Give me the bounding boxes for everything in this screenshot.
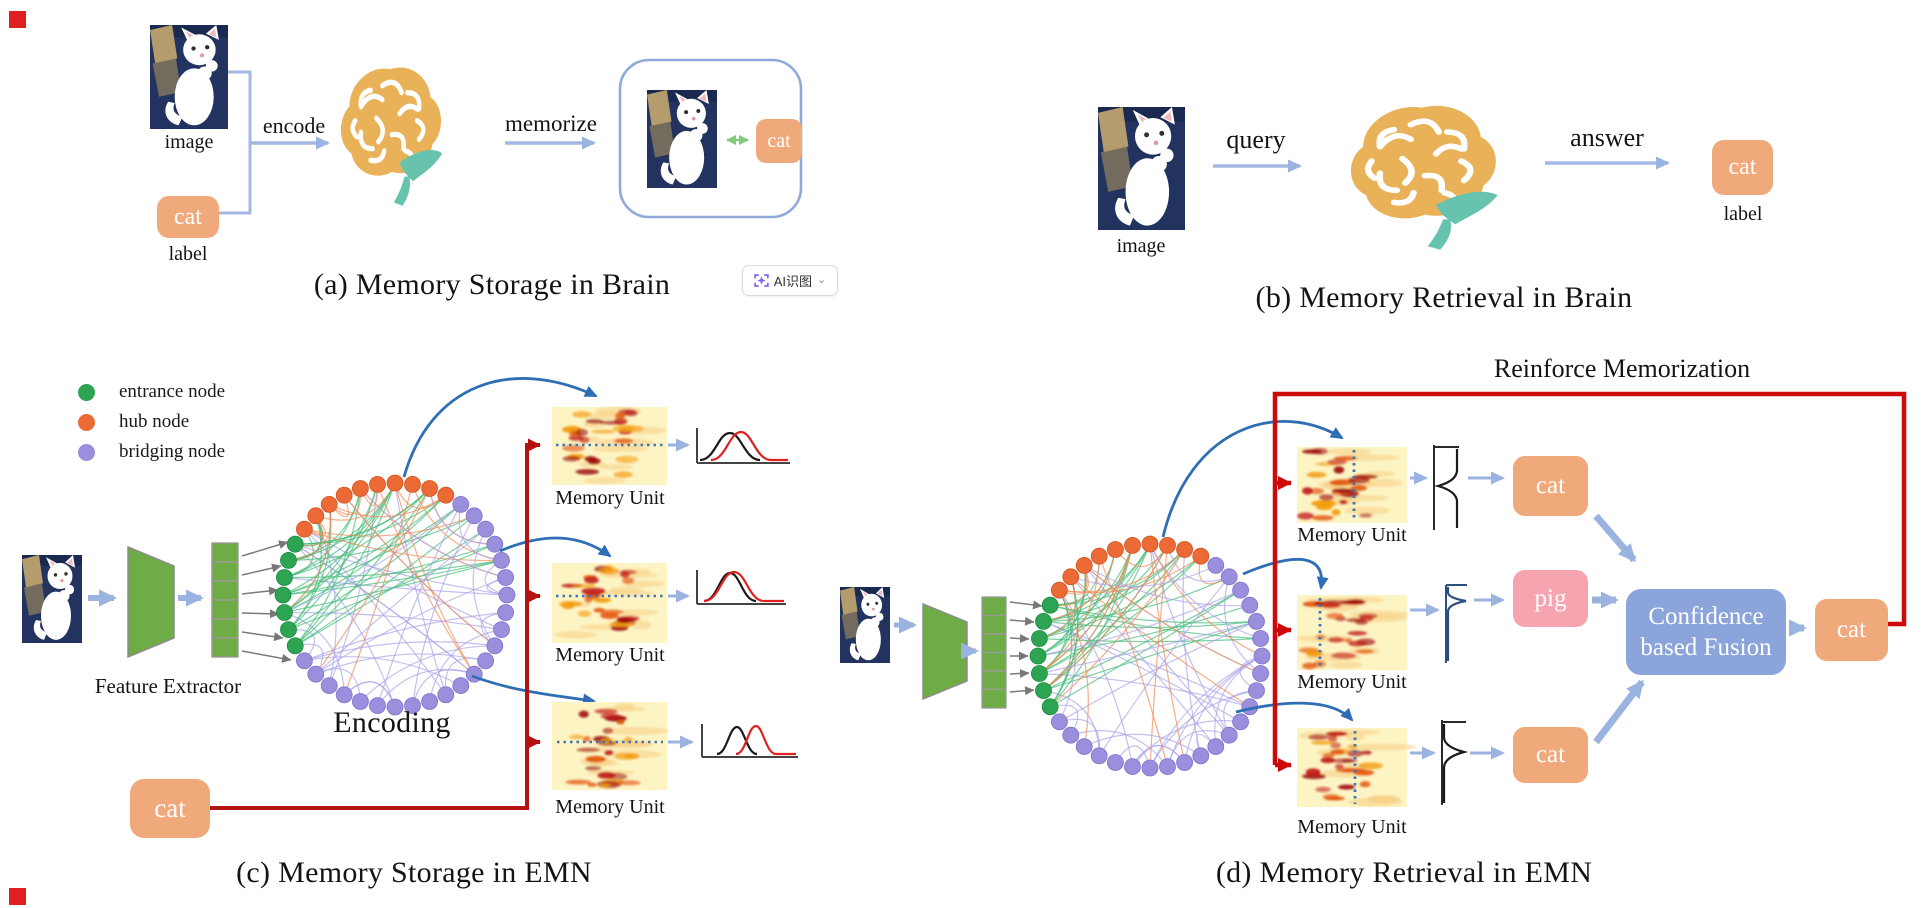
fan-in-arrows — [241, 540, 292, 663]
confidence-curve-2 — [1445, 584, 1467, 663]
red-corner-mark-bottom — [9, 888, 26, 905]
legend-item-entrance-node: entrance node — [78, 380, 225, 404]
reinforce-loop-path — [1272, 391, 1907, 772]
legend-label: hub node — [119, 411, 190, 432]
panel-c-graphics — [22, 377, 798, 810]
final-answer-tag: cat — [1815, 599, 1888, 661]
query-label: query — [1226, 125, 1286, 154]
write-label-tag: cat — [130, 779, 210, 838]
to-memory-unit-2-curve — [1242, 558, 1329, 590]
legend-label: entrance node — [119, 381, 226, 402]
image-caption: image — [1116, 235, 1166, 257]
memory-unit-2-heatmap — [1296, 595, 1409, 670]
ai-scan-icon — [754, 274, 769, 287]
confidence-fusion-box: Confidence based Fusion — [1626, 589, 1786, 675]
to-memory-unit-3-curve — [471, 674, 596, 706]
to-memory-unit-1-curve — [402, 377, 598, 478]
panel-a-graphics — [150, 25, 803, 219]
feature-vector — [211, 542, 239, 658]
unit-output-tag-3: cat — [1513, 727, 1588, 783]
ai-image-search-button[interactable]: AI识图 ⌄ — [742, 265, 838, 296]
response-plot-2 — [696, 570, 786, 605]
to-memory-unit-3-curve — [1235, 701, 1354, 722]
input-cat-photo — [22, 555, 82, 643]
fusion-line-1: Confidence — [1648, 602, 1764, 630]
ai-button-label: AI识图 — [773, 274, 813, 289]
label-caption: label — [1723, 203, 1763, 225]
unit-output-tag-2: pig — [1513, 570, 1588, 627]
unit-output-tag-1: cat — [1513, 456, 1588, 516]
encode-label: encode — [262, 113, 326, 138]
caption-d: (d) Memory Retrieval in EMN — [1215, 856, 1593, 889]
encoding-graph — [274, 474, 516, 716]
memory-unit-label: Memory Unit — [1297, 816, 1407, 838]
panel-d-graphics — [840, 391, 1907, 807]
memory-unit-label: Memory Unit — [555, 796, 665, 818]
recall-column-dotted-lines — [1318, 450, 1357, 804]
unit-to-curve-arrows — [1410, 471, 1440, 760]
stored-cat-photo — [647, 90, 717, 188]
feature-vector — [981, 596, 1007, 709]
caption-c: (c) Memory Storage in EMN — [236, 856, 592, 889]
hub-node-dot-icon — [78, 413, 95, 431]
memory-unit-2-heatmap — [552, 563, 667, 643]
legend-item-bridging-node: bridging node — [78, 440, 225, 464]
image-caption: image — [164, 131, 214, 153]
memory-unit-label: Memory Unit — [555, 644, 665, 666]
response-plot-1 — [696, 428, 790, 464]
recall-row-dotted-lines — [556, 443, 663, 744]
chevron-down-icon: ⌄ — [817, 274, 827, 286]
label-caption: label — [168, 243, 208, 265]
caption-a: (a) Memory Storage in Brain — [313, 268, 671, 301]
memorize-label: memorize — [505, 111, 597, 136]
feature-extractor-label: Feature Extractor — [94, 674, 242, 698]
stored-label-tag: cat — [756, 119, 802, 163]
feature-extractor-trapezoid — [127, 545, 175, 659]
reinforce-memorization-label: Reinforce Memorization — [1493, 354, 1751, 383]
label-write-path — [210, 438, 541, 810]
cat-photo — [150, 25, 228, 129]
query-cat-photo — [1098, 107, 1185, 230]
bridging-node-dot-icon — [78, 443, 95, 461]
query-cat-photo — [840, 587, 890, 663]
confidence-curve-1 — [1433, 445, 1459, 530]
memory-unit-1-heatmap — [1297, 447, 1407, 523]
answer-label: answer — [1570, 123, 1644, 152]
fan-in-arrows — [1009, 600, 1043, 696]
panel-b-graphics — [1098, 106, 1670, 250]
memory-unit-label: Memory Unit — [1297, 524, 1407, 546]
tags-to-fusion-arrows — [1592, 513, 1807, 745]
caption-b: (b) Memory Retrieval in Brain — [1255, 281, 1633, 314]
to-memory-unit-2-curve — [499, 536, 612, 558]
memory-unit-3-heatmap — [552, 702, 669, 790]
encoding-label: Encoding — [333, 706, 451, 739]
legend-label: bridging node — [119, 441, 226, 462]
confidence-curve-3 — [1441, 720, 1469, 805]
response-plot-3 — [701, 724, 798, 758]
unit-output-arrows — [668, 438, 694, 749]
red-corner-mark-top — [9, 11, 26, 28]
to-memory-unit-1-curve — [1161, 420, 1344, 538]
brain-icon — [341, 68, 442, 206]
feature-extractor-trapezoid — [922, 602, 968, 701]
legend-item-hub-node: hub node — [78, 410, 189, 434]
memory-unit-label: Memory Unit — [555, 487, 665, 509]
retrieval-graph — [1029, 535, 1271, 777]
input-label-tag: cat — [157, 196, 219, 238]
memory-unit-3-heatmap — [1297, 728, 1417, 807]
entrance-node-dot-icon — [78, 383, 95, 401]
answer-label-tag: cat — [1712, 140, 1773, 195]
curve-to-tag-arrows — [1468, 471, 1505, 760]
memory-unit-label: Memory Unit — [1297, 671, 1407, 693]
fusion-line-2: based Fusion — [1640, 634, 1772, 661]
brain-icon — [1351, 106, 1498, 250]
